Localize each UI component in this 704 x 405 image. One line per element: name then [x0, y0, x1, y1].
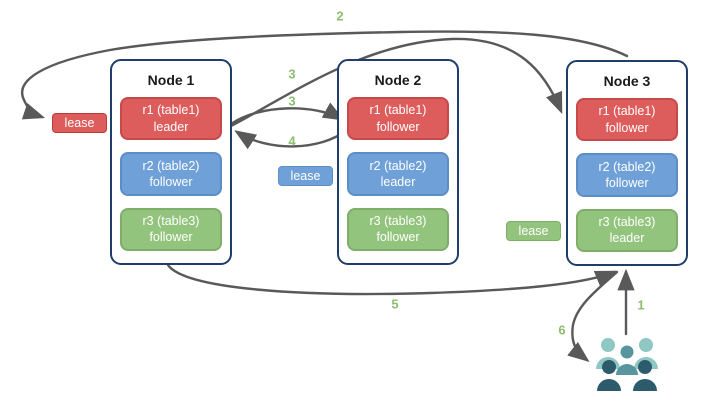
replica-role: follower	[376, 119, 420, 134]
node-3: Node 3 r1 (table1) follower r2 (table2) …	[566, 60, 688, 266]
node-2-title: Node 2	[374, 72, 422, 88]
replica-role: follower	[605, 120, 649, 135]
users-icon	[596, 338, 658, 391]
step-label-5: 5	[391, 296, 399, 312]
step-label-3b: 3	[288, 93, 296, 109]
lease-badge-blue: lease	[278, 166, 333, 186]
replica-name: r1 (table1)	[142, 103, 200, 118]
node-3-title: Node 3	[603, 73, 651, 89]
replica-name: r1 (table1)	[598, 104, 656, 119]
node-3-replica-r2: r2 (table2) follower	[576, 153, 678, 197]
replica-role: leader	[609, 231, 645, 246]
node-3-replica-r3: r3 (table3) leader	[576, 208, 678, 252]
replica-name: r3 (table3)	[598, 215, 656, 230]
node-1-title: Node 1	[147, 72, 195, 88]
lease-badge-red: lease	[52, 113, 107, 133]
step-label-1: 1	[637, 297, 645, 313]
replica-name: r1 (table1)	[369, 103, 427, 118]
node-1: Node 1 r1 (table1) leader r2 (table2) fo…	[110, 59, 232, 265]
node-3-replica-r1: r1 (table1) follower	[576, 98, 678, 142]
node-2-replica-r3: r3 (table3) follower	[347, 207, 449, 251]
replica-name: r3 (table3)	[142, 214, 200, 229]
replica-role: follower	[149, 174, 193, 189]
replica-role: leader	[153, 119, 189, 134]
replica-name: r2 (table2)	[598, 159, 656, 174]
lease-badge-green: lease	[506, 221, 561, 241]
arrow-step-5-node1-to-node3	[166, 263, 617, 296]
replica-name: r2 (table2)	[142, 158, 200, 173]
step-label-6: 6	[558, 322, 566, 338]
node-1-replica-r2: r2 (table2) follower	[120, 152, 222, 196]
replica-role: follower	[149, 230, 193, 245]
replica-name: r2 (table2)	[369, 158, 427, 173]
node-1-replica-r3: r3 (table3) follower	[120, 207, 222, 251]
step-label-2: 2	[336, 8, 344, 24]
replica-role: follower	[376, 230, 420, 245]
replica-name: r3 (table3)	[369, 214, 427, 229]
arrow-step-3-node1-to-node2	[229, 102, 345, 126]
node-1-replica-r1: r1 (table1) leader	[120, 97, 222, 141]
replica-role: follower	[605, 175, 649, 190]
node-2: Node 2 r1 (table1) follower r2 (table2) …	[337, 59, 459, 265]
step-label-4: 4	[288, 133, 296, 149]
node-2-replica-r1: r1 (table1) follower	[347, 97, 449, 141]
step-label-3a: 3	[288, 66, 296, 82]
node-2-replica-r2: r2 (table2) leader	[347, 152, 449, 196]
replica-role: leader	[380, 174, 416, 189]
